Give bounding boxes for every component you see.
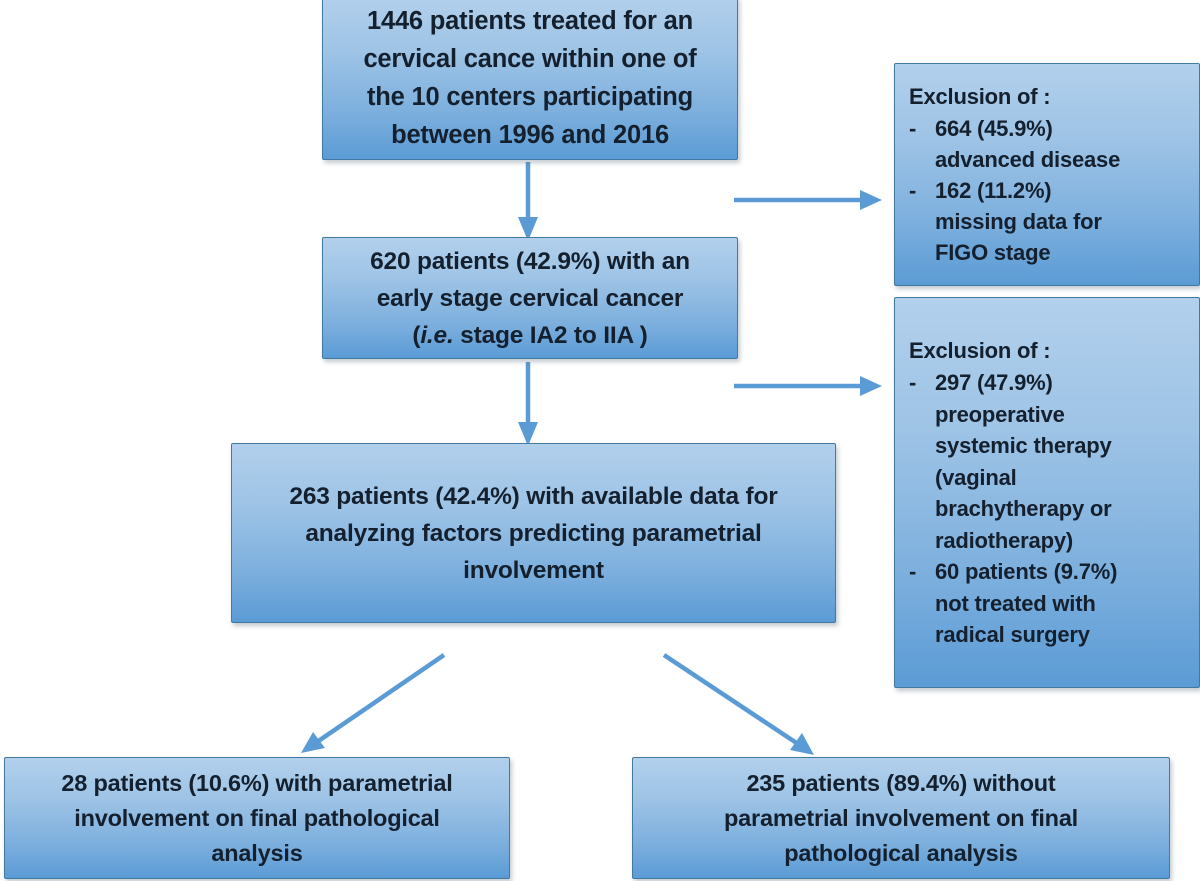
exclusion-second-item-2: 60 patients (9.7%) not treated with radi…: [935, 556, 1193, 651]
exclusion-first-item-2-line-3: FIGO stage: [935, 240, 1051, 265]
box-parametrial-involvement-line-2: involvement on final pathological: [74, 804, 440, 831]
box-total-cohort-line-3: the 10 centers participating: [367, 83, 693, 111]
arrow-analysis-to-positive: [301, 653, 446, 753]
exclusion-second-item-2-line-2: not treated with: [935, 590, 1096, 616]
box-total-cohort-line-4: between 1996 and 2016: [391, 121, 669, 149]
exclusion-first-item-1-line-2: advanced disease: [935, 147, 1121, 172]
exclusion-second-item-1-line-5: brachytherapy or: [935, 496, 1112, 521]
box-analysis-population-line-3: involvement: [463, 556, 604, 584]
box-exclusion-second: Exclusion of : - 297 (47.9%) preoperativ…: [894, 297, 1200, 688]
bullet-dash-icon: -: [909, 370, 917, 395]
exclusion-second-item-1-line-4: (vaginal: [935, 464, 1017, 490]
exclusion-first-title: Exclusion of :: [909, 84, 1051, 109]
exclusion-second-item-1: 297 (47.9%) preoperative systemic therap…: [935, 367, 1193, 556]
stage-range: stage IA2 to IIA ): [453, 321, 648, 349]
list-item: - 162 (11.2%) missing data for FIGO stag…: [909, 175, 1193, 268]
box-parametrial-involvement: 28 patients (10.6%) with parametrial inv…: [4, 757, 510, 879]
box-no-parametrial-involvement-line-2: parametrial involvement on final: [723, 804, 1079, 831]
exclusion-second-item-1-line-2: preoperative: [935, 401, 1065, 427]
box-exclusion-first: Exclusion of : - 664 (45.9%) advanced di…: [894, 63, 1200, 286]
box-analysis-population-line-2: analyzing factors predicting parametrial: [305, 519, 762, 547]
exclusion-first-item-1: 664 (45.9%) advanced disease: [935, 113, 1193, 175]
box-no-parametrial-involvement-line-3: pathological analysis: [784, 839, 1018, 866]
box-total-cohort: 1446 patients treated for an cervical ca…: [322, 0, 738, 160]
list-item: - 297 (47.9%) preoperative systemic ther…: [909, 367, 1193, 556]
exclusion-second-item-1-line-1: 297 (47.9%): [935, 370, 1053, 395]
list-item: - 60 patients (9.7%) not treated with ra…: [909, 556, 1193, 651]
ie-abbreviation: i.e.: [420, 321, 454, 349]
box-no-parametrial-involvement-line-1: 235 patients (89.4%) without: [746, 769, 1056, 796]
box-parametrial-involvement-line-3: analysis: [211, 839, 303, 866]
arrow-cohort-to-exclusion-1: [734, 190, 882, 210]
exclusion-first-item-2: 162 (11.2%) missing data for FIGO stage: [935, 175, 1193, 268]
box-early-stage-line-2: early stage cervical cancer: [376, 284, 684, 312]
exclusion-second-title: Exclusion of :: [909, 337, 1051, 363]
box-early-stage-line-1: 620 patients (42.9%) with an: [370, 247, 690, 275]
exclusion-second-item-2-line-3: radical surgery: [935, 622, 1090, 647]
exclusion-second-item-2-line-1: 60 patients (9.7%): [935, 559, 1118, 584]
exclusion-first-item-1-line-1: 664 (45.9%): [935, 116, 1053, 141]
bullet-dash-icon: -: [909, 116, 917, 141]
exclusion-second-item-1-line-6: radiotherapy): [935, 527, 1073, 553]
box-parametrial-involvement-line-1: 28 patients (10.6%) with parametrial: [61, 769, 453, 796]
exclusion-second-list: - 297 (47.9%) preoperative systemic ther…: [895, 367, 1199, 651]
arrow-early-to-analysis: [518, 362, 538, 446]
box-early-stage-line-3: (i.e. stage IA2 to IIA ): [323, 317, 737, 354]
box-analysis-population-line-1: 263 patients (42.4%) with available data…: [289, 482, 778, 510]
arrow-analysis-to-negative: [662, 653, 814, 755]
bullet-dash-icon: -: [909, 178, 917, 203]
arrow-early-to-exclusion-2: [734, 376, 882, 396]
box-analysis-population: 263 patients (42.4%) with available data…: [231, 443, 836, 623]
bullet-dash-icon: -: [909, 559, 917, 584]
exclusion-second-item-1-line-3: systemic therapy: [935, 433, 1112, 458]
box-early-stage: 620 patients (42.9%) with an early stage…: [322, 237, 738, 359]
exclusion-first-item-2-line-2: missing data for: [935, 209, 1102, 234]
arrow-cohort-to-early: [518, 162, 538, 241]
paren-open: (: [412, 321, 421, 349]
exclusion-first-list: - 664 (45.9%) advanced disease - 162 (11…: [895, 113, 1199, 268]
box-no-parametrial-involvement: 235 patients (89.4%) without parametrial…: [632, 757, 1170, 879]
box-total-cohort-line-2: cervical cance within one of: [363, 45, 697, 73]
list-item: - 664 (45.9%) advanced disease: [909, 113, 1193, 175]
exclusion-first-item-2-line-1: 162 (11.2%): [935, 178, 1052, 203]
box-total-cohort-line-1: 1446 patients treated for an: [366, 7, 693, 35]
